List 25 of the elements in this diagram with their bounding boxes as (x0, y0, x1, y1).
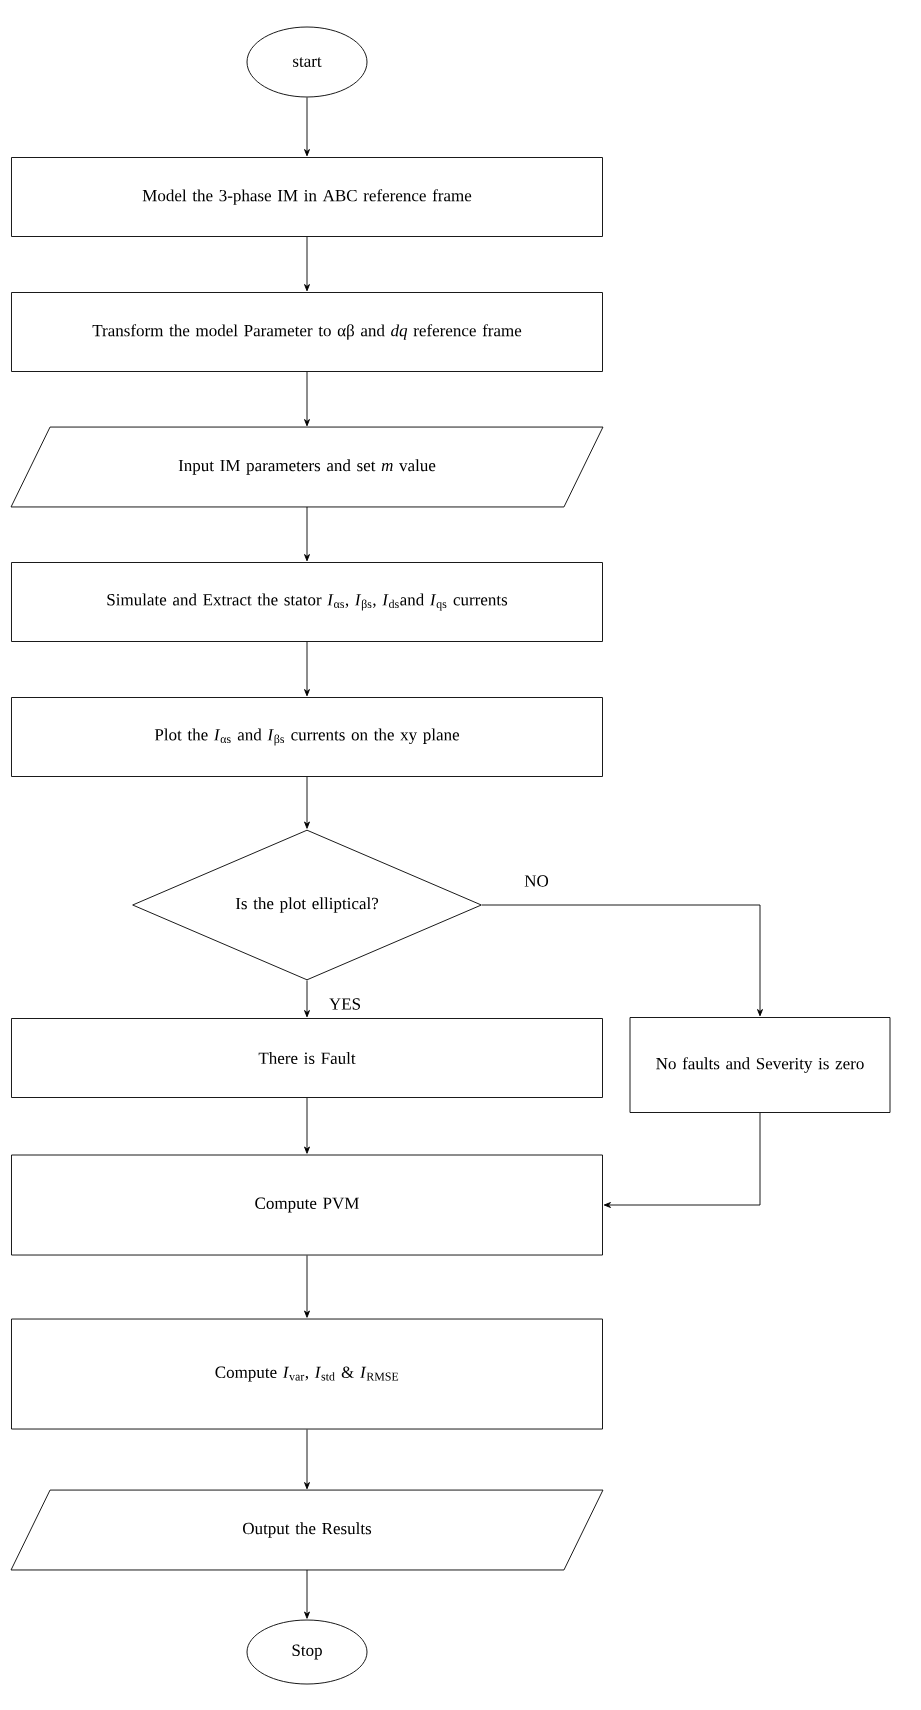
process-box: No faults and Severity is zero (629, 1017, 891, 1113)
arrow (304, 1569, 310, 1619)
arrow (304, 980, 310, 1018)
arrow (304, 1097, 310, 1154)
output-parallelogram: Output the Results (10, 1489, 604, 1571)
process-box: Compute PVM (11, 1154, 603, 1256)
process-box: Compute I$_{var}$, I$_{std}$ & I$_{RMSE}$ (11, 1318, 603, 1430)
process-box: There is Fault (11, 1018, 603, 1098)
arrow (304, 1429, 310, 1490)
arrow (603, 1112, 761, 1208)
arrow (481, 904, 763, 1017)
arrow (304, 1255, 310, 1318)
arrow (304, 641, 310, 697)
process-box: Model the 3-phase IM in ABC reference frame (11, 157, 603, 237)
arrow (304, 97, 310, 157)
edge-label: YES (326, 996, 364, 1012)
arrow (304, 236, 310, 292)
process-box: Plot the I$_{αs}$ and I$_{βs}$ currents on the xy plane (11, 697, 603, 777)
arrow (304, 506, 310, 562)
edge-label: NO (522, 873, 551, 889)
input-parallelogram: Input IM parameters and set m value (10, 426, 604, 508)
process-box: Simulate and Extract the stator I$_{αs}$, I$_{βs}$, I$_{ds}$and I$_{qs}$ currents (11, 562, 603, 642)
process-box: Transform the model Parameter to αβ and dq reference frame (11, 292, 603, 372)
arrow (304, 776, 310, 829)
arrow (304, 371, 310, 427)
